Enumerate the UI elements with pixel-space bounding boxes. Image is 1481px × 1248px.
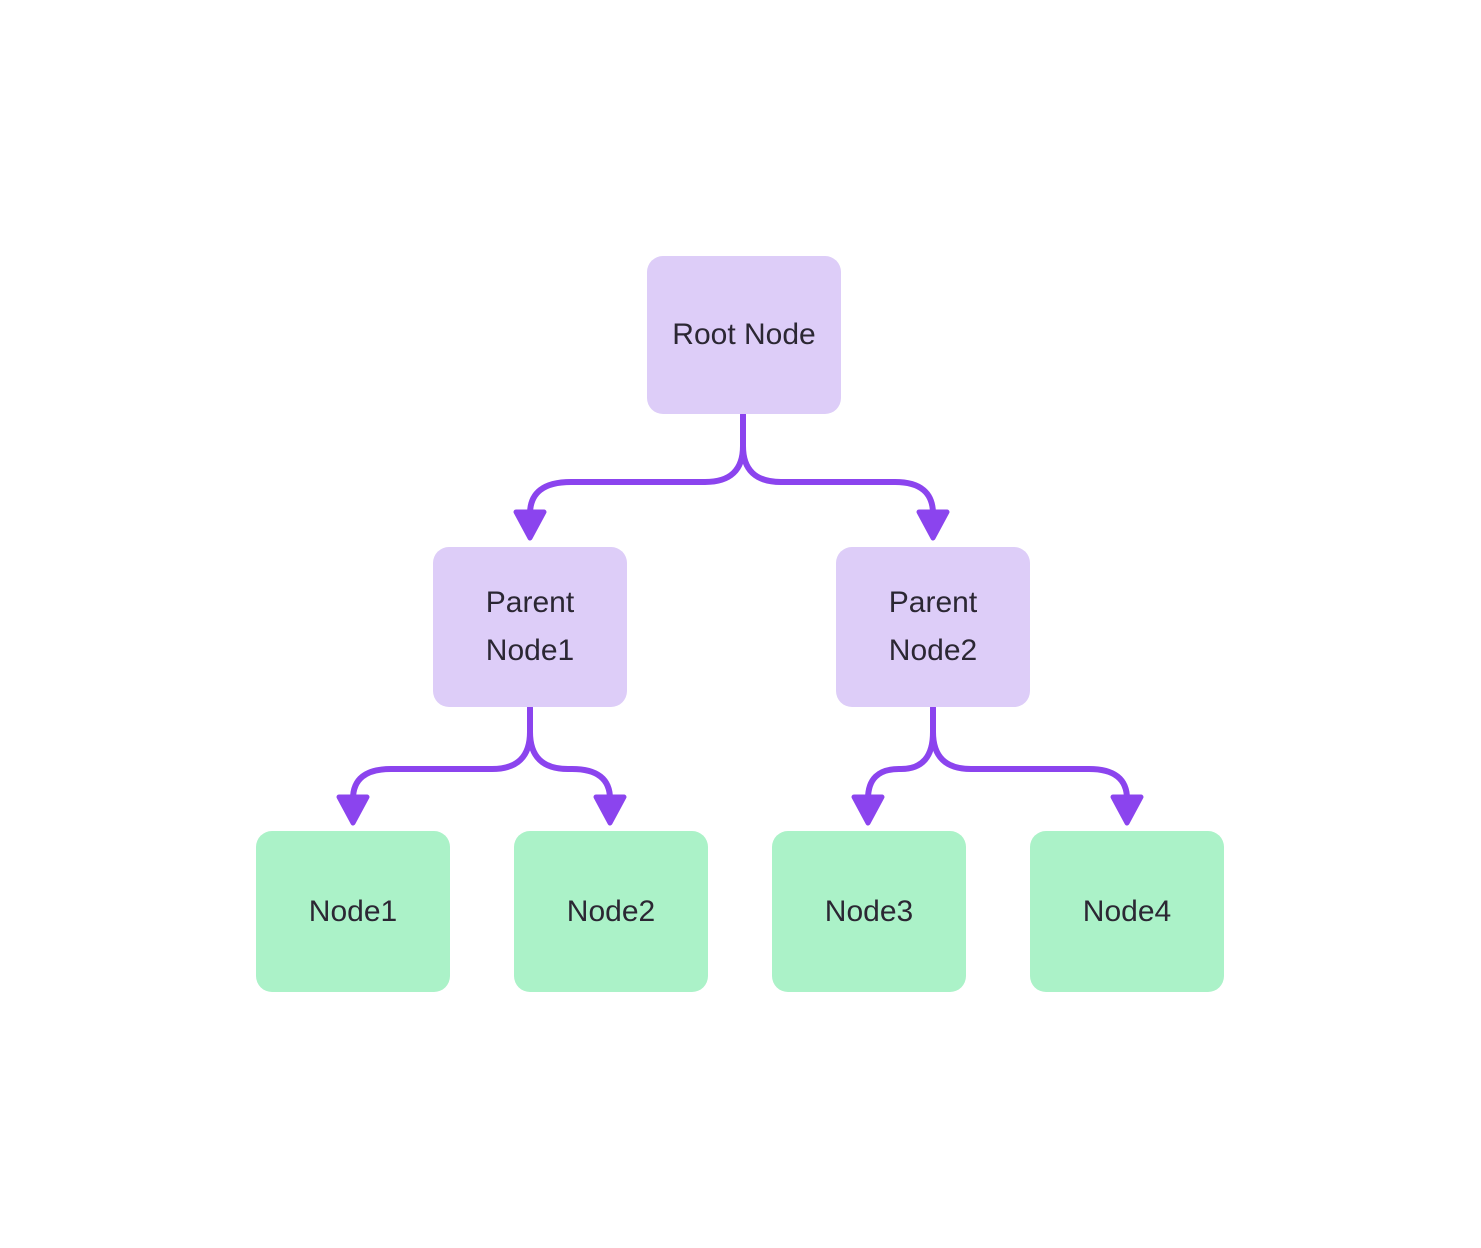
node-leaf2: Node2 xyxy=(514,831,708,992)
arrowhead-node4-icon xyxy=(1110,794,1144,826)
edge-parent2-node4 xyxy=(930,705,1130,804)
node-root: Root Node xyxy=(647,256,841,414)
node-leaf3-label: Node3 xyxy=(824,894,914,928)
node-leaf2-label: Node2 xyxy=(566,894,656,928)
node-parent2-label: Parent Node2 xyxy=(888,586,978,667)
node-leaf4-label: Node4 xyxy=(1082,894,1172,928)
edge-parent1-node1 xyxy=(350,705,533,804)
node-parent1: Parent Node1 xyxy=(433,547,627,707)
node-parent1-label: Parent Node1 xyxy=(485,586,575,667)
arrowhead-node1-icon xyxy=(336,794,370,826)
node-leaf3: Node3 xyxy=(772,831,966,992)
node-root-label: Root Node xyxy=(672,318,816,351)
edge-root-parent1 xyxy=(527,412,746,520)
edge-parent1-node2 xyxy=(527,705,613,804)
arrowhead-node2-icon xyxy=(593,794,627,826)
node-leaf1: Node1 xyxy=(256,831,450,992)
arrowhead-parent1-icon xyxy=(513,509,547,541)
edge-root-parent2 xyxy=(740,412,936,520)
node-leaf1-label: Node1 xyxy=(308,894,398,928)
arrowhead-node3-icon xyxy=(851,794,885,826)
arrowhead-parent2-icon xyxy=(916,509,950,541)
node-parent2: Parent Node2 xyxy=(836,547,1030,707)
edge-parent2-node3 xyxy=(865,705,936,804)
node-leaf4: Node4 xyxy=(1030,831,1224,992)
